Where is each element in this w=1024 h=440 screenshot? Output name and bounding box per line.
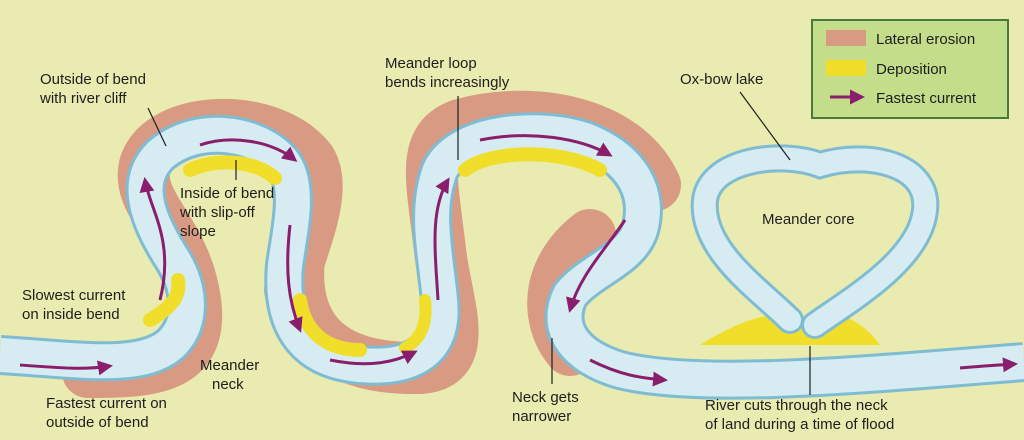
label-meander-core: Meander core [762,211,855,228]
river-water [0,115,1024,397]
leader-lines [147,91,811,395]
legend-label-deposition: Deposition [876,61,947,78]
deposition-loop-2 [458,147,607,177]
legend-swatch-deposition [826,60,866,76]
current-arrow [286,224,303,333]
ox-bow-lake-edge [690,144,940,339]
legend-label-current: Fastest current [876,90,977,107]
label-outside-bend: Outside of bend with river cliff [39,71,150,107]
leader-outside-bend [147,107,167,147]
annotations: Outside of bend with river cliff Inside … [22,55,894,433]
current-arrows [19,134,1018,387]
label-oxbow-lake: Ox-bow lake [680,71,763,88]
current-arrow [959,357,1018,373]
label-river-cuts: River cuts through the neck of land duri… [705,397,894,433]
legend: Lateral erosion Deposition Fastest curre… [811,19,1009,119]
label-meander-loop: Meander loop bends increasingly [385,55,510,91]
legend-label-erosion: Lateral erosion [876,31,975,48]
label-meander-neck: Meander neck [200,357,263,393]
current-arrow [566,219,627,313]
current-arrow [199,138,298,162]
ox-bow-lake [690,144,940,339]
label-fastest-current: Fastest current on outside of bend [46,395,171,431]
current-arrow [433,177,450,301]
deposition-neck-right [399,294,432,354]
current-arrow [19,360,113,376]
current-arrow [479,134,613,157]
label-inside-bend: Inside of bend with slip-off slope [179,185,278,240]
current-arrow [139,177,167,301]
current-arrow [589,358,668,387]
leader-oxbow-lake [739,91,791,161]
deposition-inside-loop-1 [183,155,282,185]
deposition-neck-left [293,293,367,357]
deposition-slowest-current [143,273,186,327]
current-arrow [329,350,418,366]
label-neck-narrower: Neck gets narrower [512,389,583,425]
ox-bow-lake-water [693,147,937,336]
river-channel [0,112,1024,400]
label-slowest-current: Slowest current on inside bend [22,287,130,323]
legend-swatch-erosion [826,30,866,46]
